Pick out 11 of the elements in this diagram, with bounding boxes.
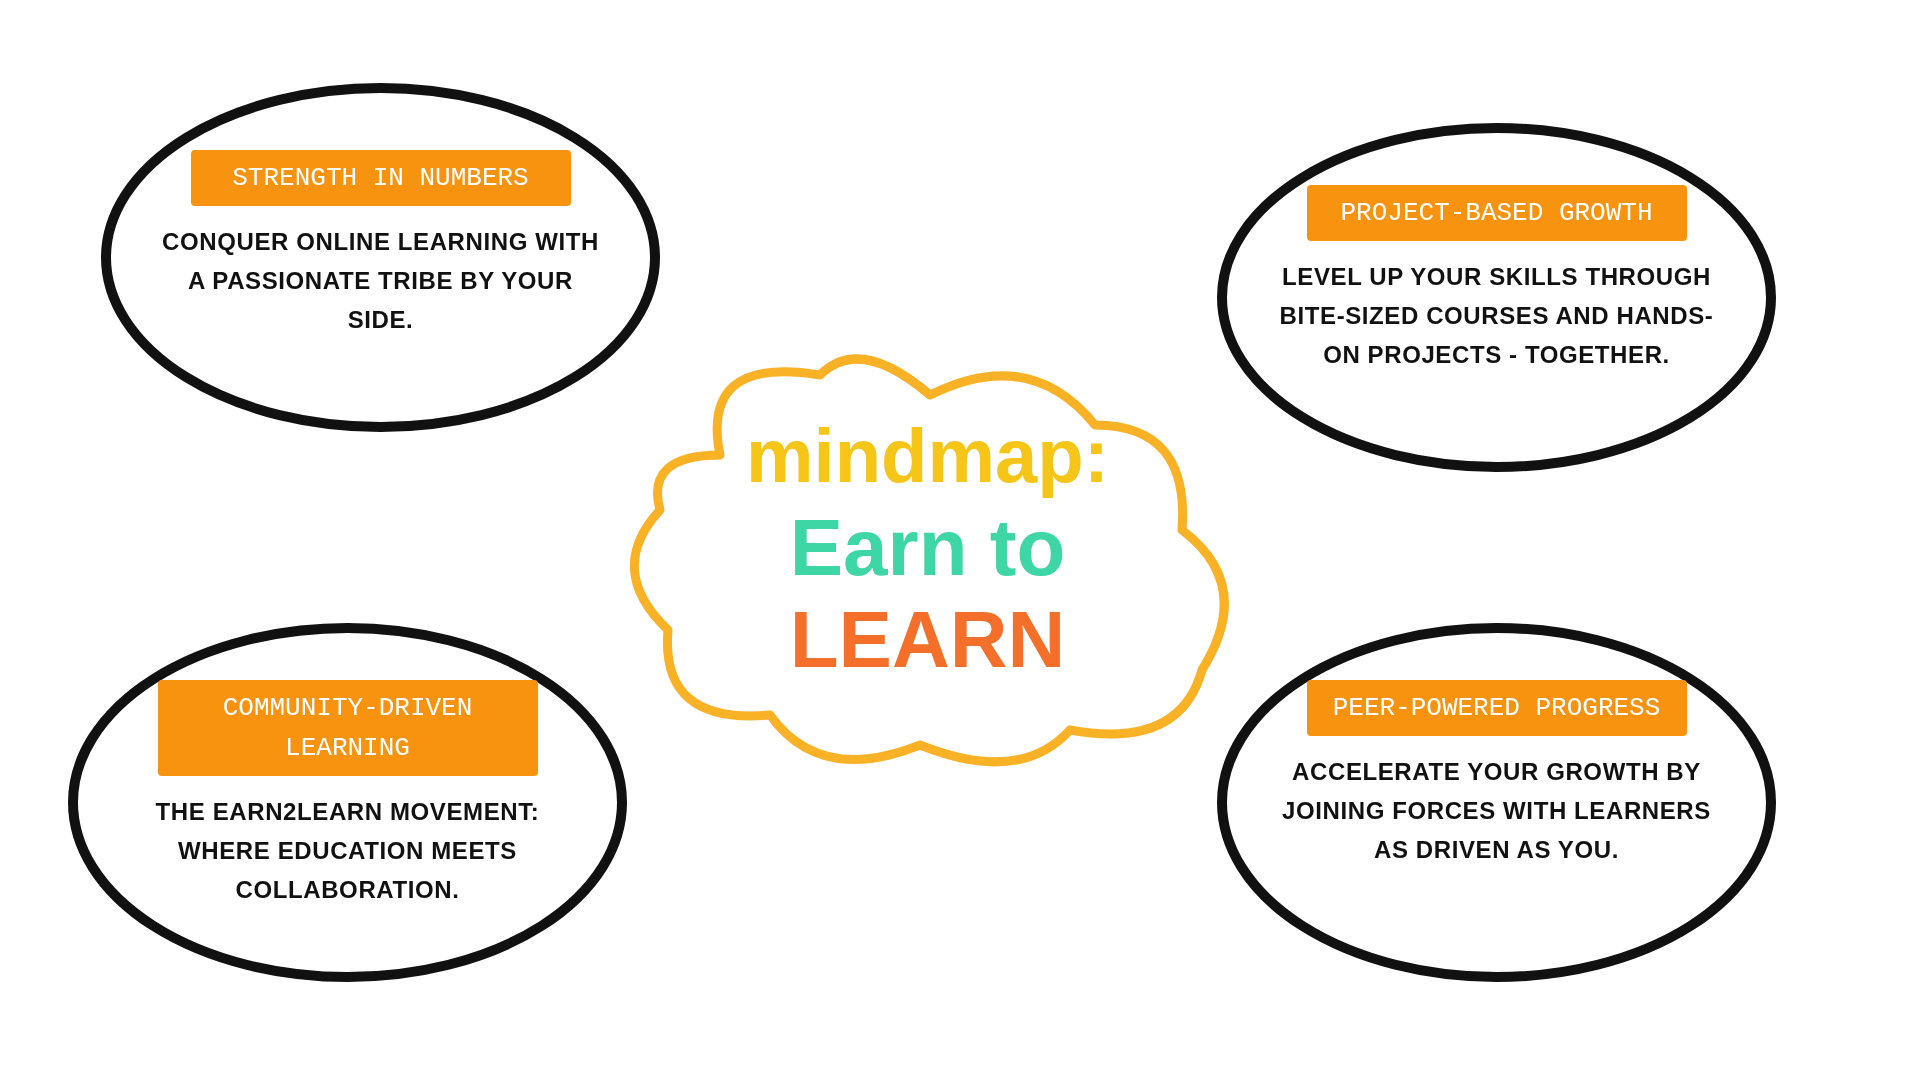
heading-tag: COMMUNITY-DRIVEN LEARNING <box>157 680 538 776</box>
title-text: mindmap: <box>745 412 1110 500</box>
description-text: LEVEL UP YOUR SKILLS THROUGH BITE-SIZED COURSES AND HANDS-ON PROJECTS - TOGETHER. <box>1278 262 1715 370</box>
heading-tag: PROJECT-BASED GROWTH <box>1306 185 1687 241</box>
description-text: CONQUER ONLINE LEARNING WITH A PASSIONATE TRIBE BY YOUR SIDE. <box>161 227 600 335</box>
description-text: THE EARN2LEARN MOVEMENT: WHERE EDUCATION MEETS COLLABORATION. <box>154 797 541 905</box>
description-text: ACCELERATE YOUR GROWTH BY JOINING FORCES WITH LEARNERS AS DRIVEN AS YOU. <box>1281 757 1712 865</box>
title-text: LEARN <box>789 594 1066 686</box>
heading-tag: STRENGTH IN NUMBERS <box>190 150 571 206</box>
heading-tag: PEER-POWERED PROGRESS <box>1306 680 1687 736</box>
title-text: Earn to <box>789 502 1066 594</box>
